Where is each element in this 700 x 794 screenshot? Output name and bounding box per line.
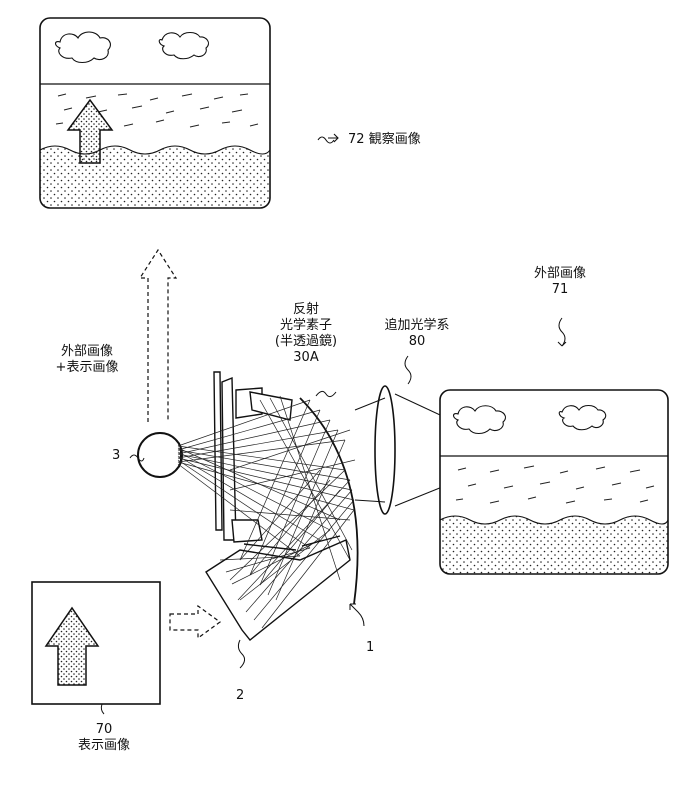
- reflective-element-label: 反射 光学素子 (半透過鏡) 30A: [256, 302, 356, 366]
- additional-optics-text: 追加光学系: [384, 318, 450, 333]
- combined-image-line1: 外部画像: [60, 344, 113, 359]
- dashed-right-arrow: [169, 604, 222, 640]
- display-image-text: 表示画像: [77, 738, 130, 753]
- observed-image-panel: [39, 17, 271, 209]
- display-prism: [205, 535, 351, 641]
- ray-bundle: [177, 395, 356, 629]
- external-image-label: 外部画像 71: [520, 266, 600, 298]
- additional-optics-label: 追加光学系 80: [372, 318, 462, 350]
- cloud-shape: [54, 31, 111, 64]
- cloud-shape: [158, 31, 209, 60]
- leader-line-70: [100, 703, 105, 715]
- display-image-number: 70: [95, 722, 113, 737]
- observed-image-label: 72 観察画像: [348, 132, 421, 148]
- reflective-surface: [299, 397, 359, 605]
- external-image-panel: [439, 389, 669, 575]
- display-image-panel: [31, 581, 161, 705]
- cloud-shape: [452, 405, 506, 435]
- display-element-number: 2: [236, 688, 245, 703]
- reflective-element-number: 30A: [293, 350, 319, 365]
- arrow-icon: [66, 98, 114, 164]
- eye-shape: [129, 432, 183, 478]
- reflective-element-line3: (半透過鏡): [274, 334, 338, 349]
- leader-line-2: [237, 639, 246, 669]
- cloud-shape: [558, 404, 607, 431]
- combined-image-line2: +表示画像: [55, 360, 119, 375]
- dashed-up-arrow: [138, 248, 178, 422]
- leader-line-80: [404, 355, 412, 385]
- external-image-number: 71: [551, 282, 569, 297]
- combined-image-label: 外部画像 +表示画像: [44, 344, 130, 376]
- reflective-element-line2: 光学素子: [279, 318, 332, 333]
- leader-line-71: [557, 317, 567, 347]
- leader-line-72: [317, 133, 339, 144]
- external-image-text: 外部画像: [533, 266, 586, 281]
- leader-line-1: [349, 603, 365, 627]
- leader-line-30a: [315, 390, 337, 398]
- additional-optics-number: 80: [408, 334, 426, 349]
- eye-number-label: 3: [112, 448, 121, 463]
- observed-image-text: 観察画像: [368, 132, 421, 147]
- lens-80: [374, 385, 396, 515]
- display-image-label: 70 表示画像: [64, 722, 144, 754]
- arrow-icon: [44, 606, 100, 686]
- reflective-element-line1: 反射: [292, 302, 319, 317]
- observed-image-number: 72: [348, 132, 365, 147]
- optical-system-number: 1: [366, 640, 375, 655]
- eyepiece-assembly: [213, 371, 293, 543]
